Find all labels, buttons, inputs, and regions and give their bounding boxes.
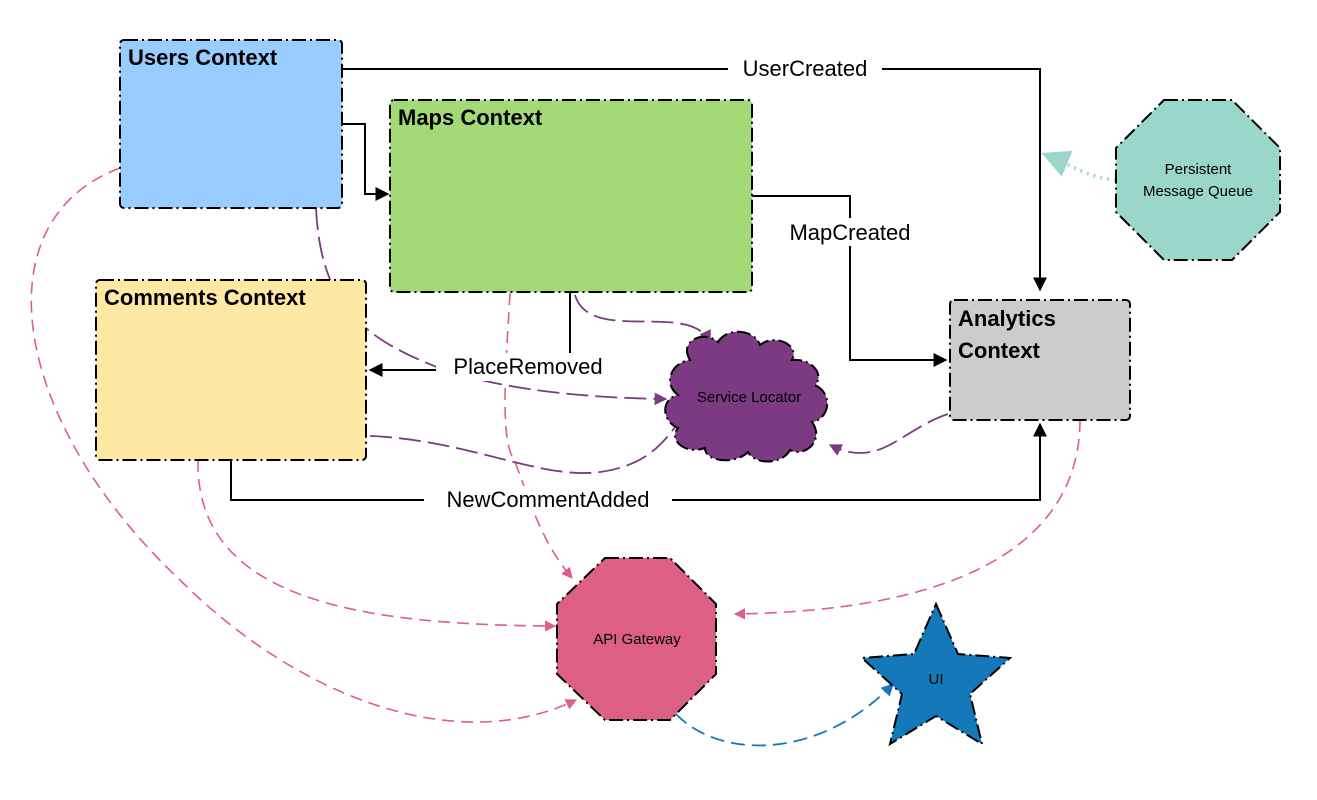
edge-users-to-gateway [30, 167, 578, 723]
edge-gateway-to-ui [675, 683, 894, 747]
label-bg-place-removed [436, 353, 620, 381]
ui-label: UI [929, 671, 944, 688]
label-bg-map-created [776, 218, 924, 246]
comments-context-title: Comments Context [104, 285, 306, 310]
analytics-context-title-line1: Analytics [958, 306, 1056, 331]
api-gateway-octagon [556, 557, 717, 721]
service-locator[interactable]: Service Locator [664, 330, 829, 463]
label-map-created: MapCreated [789, 220, 910, 245]
label-new-comment-added: NewCommentAdded [447, 487, 650, 512]
maps-context-title: Maps Context [398, 105, 543, 130]
label-bg-new-comment-added [424, 486, 672, 514]
queue-octagon [1115, 99, 1281, 261]
users-context-box [119, 39, 343, 209]
maps-context[interactable]: Maps Context [389, 99, 753, 293]
edge-maps-to-gateway [504, 292, 573, 579]
edge-analytics-to-gateway [733, 419, 1081, 620]
analytics-context-title-line2: Context [958, 338, 1041, 363]
edge-maps-to-locator [574, 294, 711, 344]
edge-comments-to-locator [369, 417, 683, 474]
label-bg-user-created [728, 56, 882, 82]
queue-label-line2: Message Queue [1143, 183, 1253, 200]
comments-context-box [95, 279, 367, 461]
service-locator-label: Service Locator [697, 389, 801, 406]
api-gateway[interactable]: API Gateway [556, 557, 717, 721]
service-locator-cloud [664, 330, 829, 463]
edge-users-to-locator [315, 207, 668, 406]
edge-map-created [752, 195, 948, 367]
users-context[interactable]: Users Context [119, 39, 343, 209]
edge-analytics-to-locator [828, 413, 949, 456]
edge-queue-to-analytics [1041, 150, 1117, 182]
label-user-created: UserCreated [743, 56, 868, 81]
comments-context[interactable]: Comments Context [95, 279, 367, 461]
users-context-title: Users Context [128, 45, 278, 70]
ui-star[interactable]: UI [859, 601, 1013, 747]
registration-edges [315, 207, 949, 474]
ui-star-shape [859, 601, 1013, 747]
analytics-context[interactable]: Analytics Context [949, 299, 1131, 421]
label-place-removed: PlaceRemoved [453, 354, 602, 379]
api-gateway-label: API Gateway [593, 631, 681, 648]
edge-users-to-maps [342, 123, 390, 201]
persistent-message-queue[interactable]: Persistent Message Queue [1115, 99, 1281, 261]
maps-context-box [389, 99, 753, 293]
analytics-context-box [949, 299, 1131, 421]
queue-label-line1: Persistent [1165, 161, 1233, 178]
edge-user-created [342, 68, 1047, 292]
edge-comments-to-gateway [197, 459, 557, 632]
